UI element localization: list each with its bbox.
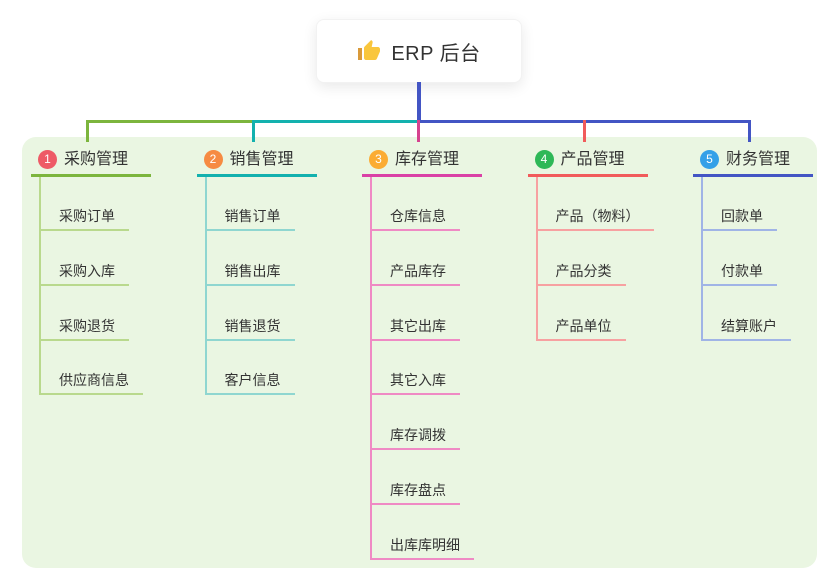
branch-underline xyxy=(31,174,151,177)
connector-drop xyxy=(417,120,420,142)
connector-drop xyxy=(251,120,255,142)
branches-panel xyxy=(22,137,817,568)
item-label[interactable]: 付款单 xyxy=(721,263,763,279)
item-underline xyxy=(701,229,777,231)
item-underline xyxy=(370,503,460,505)
item-label[interactable]: 采购入库 xyxy=(59,263,115,279)
branch-number-badge: 4 xyxy=(534,150,554,169)
branch-spine xyxy=(370,177,372,560)
item-underline xyxy=(39,229,129,231)
item-underline xyxy=(370,339,460,341)
bus-segment-mid xyxy=(252,120,418,123)
root-title: ERP 后台 xyxy=(391,42,481,65)
item-label[interactable]: 客户信息 xyxy=(224,372,281,388)
item-label[interactable]: 其它出库 xyxy=(390,318,446,334)
item-label[interactable]: 仓库信息 xyxy=(390,208,446,224)
item-label[interactable]: 采购订单 xyxy=(59,208,115,224)
item-label[interactable]: 采购退货 xyxy=(59,318,115,334)
item-underline xyxy=(535,339,626,341)
branch-spine xyxy=(701,177,703,341)
connector-drop xyxy=(86,120,89,142)
item-label[interactable]: 结算账户 xyxy=(721,318,777,334)
bus-segment-left xyxy=(86,120,252,123)
item-label[interactable]: 产品分类 xyxy=(555,263,612,279)
connector-drop xyxy=(582,120,586,142)
root-node[interactable]: ERP 后台 xyxy=(316,19,522,83)
branch-spine xyxy=(535,177,538,341)
branch-title[interactable]: 采购管理 xyxy=(64,151,129,168)
branch-underline xyxy=(196,174,317,177)
branch-underline xyxy=(362,174,482,177)
item-underline xyxy=(370,229,460,231)
branch-title[interactable]: 库存管理 xyxy=(395,151,460,168)
item-underline xyxy=(370,393,460,395)
item-label[interactable]: 产品库存 xyxy=(390,263,446,279)
item-label[interactable]: 库存调拨 xyxy=(390,427,446,443)
branch-number-badge: 2 xyxy=(203,150,223,169)
item-label[interactable]: 回款单 xyxy=(721,208,763,224)
item-underline xyxy=(535,229,654,231)
item-underline xyxy=(370,284,460,286)
thumbs-up-icon xyxy=(358,40,381,60)
item-label[interactable]: 产品（物料） xyxy=(555,208,640,224)
item-underline xyxy=(204,229,295,231)
item-label[interactable]: 其它入库 xyxy=(390,372,446,388)
branch-number-badge: 3 xyxy=(369,150,388,169)
item-underline xyxy=(701,339,791,341)
item-underline xyxy=(39,339,129,341)
branch-spine xyxy=(204,177,207,396)
item-underline xyxy=(204,339,295,341)
item-underline xyxy=(701,284,777,286)
item-underline xyxy=(370,558,474,560)
branch-number-badge: 5 xyxy=(700,150,719,169)
item-label[interactable]: 销售订单 xyxy=(224,208,281,224)
item-underline xyxy=(204,284,295,286)
branch-number-badge: 1 xyxy=(38,150,57,169)
branch-underline xyxy=(527,174,648,177)
branch-title[interactable]: 财务管理 xyxy=(726,151,791,168)
item-label[interactable]: 出库库明细 xyxy=(390,537,460,553)
item-label[interactable]: 产品单位 xyxy=(555,318,612,334)
connector-drop xyxy=(748,120,751,142)
item-underline xyxy=(535,284,626,286)
branch-title[interactable]: 产品管理 xyxy=(560,151,625,168)
item-underline xyxy=(370,448,460,450)
branch-spine xyxy=(39,177,41,396)
item-underline xyxy=(204,393,295,395)
branch-title[interactable]: 销售管理 xyxy=(229,151,294,168)
item-underline xyxy=(39,393,143,395)
item-label[interactable]: 库存盘点 xyxy=(390,482,446,498)
root-connector xyxy=(417,82,421,122)
item-label[interactable]: 供应商信息 xyxy=(59,372,129,388)
item-underline xyxy=(39,284,129,286)
branch-underline xyxy=(693,174,813,177)
item-label[interactable]: 销售出库 xyxy=(224,263,281,279)
item-label[interactable]: 销售退货 xyxy=(224,318,281,334)
